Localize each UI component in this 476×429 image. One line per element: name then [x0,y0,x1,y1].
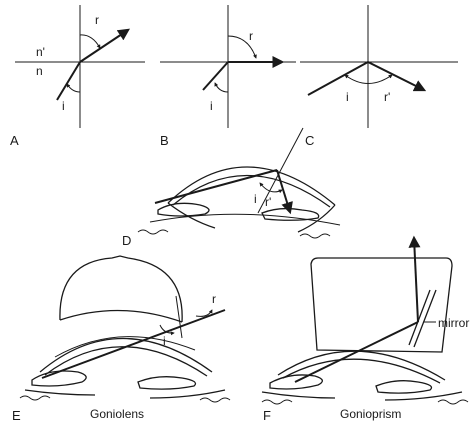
panel-label-a: A [10,133,19,148]
panel-label-b: B [160,133,169,148]
panel-b: r i B [160,5,296,148]
label-mirror: mirror [438,316,469,330]
label-n: n [36,64,43,78]
sclera-left-d [167,202,216,229]
panel-c: i r' C [300,5,458,148]
panel-e: i r Goniolens E [12,255,231,423]
lens-contour-d [149,213,341,226]
label-r-e: r [212,292,216,306]
sclera-right-f [384,391,463,401]
angle-arc-r-b [227,35,257,59]
wavy-edge-left-e [19,395,51,401]
iris-right-f [375,380,433,394]
label-r-b: r [249,29,253,43]
angle-arc-r-e [195,309,213,317]
panel-d: i r' D [122,127,341,248]
sclera-left-f [261,391,336,399]
gonioprism-body [310,257,453,353]
incident-ray-a [56,61,81,101]
label-i-a: i [62,99,65,113]
iris-left-f [269,374,323,390]
incident-ray-d [154,169,278,204]
sclera-right-e [149,389,226,399]
mirror-back [413,289,437,348]
iris-left-d [157,202,210,217]
caption-gonioprism: Gonioprism [340,407,401,421]
panel-a: r i n' n A [10,5,145,148]
iris-right-e [137,376,197,390]
sclera-right-d [297,204,336,233]
light-ray-f-in [294,321,419,383]
angle-arc-i-b [214,82,229,93]
iris-left-e [31,370,87,387]
reflected-ray-d [276,169,293,215]
label-r-a: r [95,13,99,27]
incident-ray-b [202,61,229,91]
panel-label-d: D [122,233,131,248]
label-i-d: i [254,192,257,206]
panel-f: mirror Gonioprism F [261,235,469,423]
wavy-edge-right-e [199,397,231,403]
label-i-b: i [210,99,213,113]
mirror-surface [408,289,431,346]
label-n-prime: n' [36,45,45,59]
angle-arc-d [259,182,283,194]
light-ray-e [41,309,226,379]
cornea-inner-e [44,346,208,377]
label-i-e: i [163,334,166,348]
reflected-ray-c [367,61,427,92]
cornea-inner-f [282,358,441,384]
light-ray-f-out [408,235,421,323]
label-r-prime-c: r' [384,90,390,104]
refracted-ray-a [79,28,130,63]
wavy-edge-right-d [299,233,331,239]
label-r-prime-d: r' [265,195,271,209]
normal-line-d [257,127,304,214]
angle-arc-c [344,74,393,84]
caption-goniolens: Goniolens [90,407,144,421]
wavy-edge-right-f [437,399,469,405]
wavy-edge-left-f [261,399,293,405]
panel-label-e: E [12,408,21,423]
sclera-left-e [24,389,96,396]
goniolens-dome [59,255,183,323]
angle-arc-r-a [79,34,101,49]
wavy-edge-left-d [137,229,169,235]
goniolens-base [59,309,183,323]
cornea-outer-e [39,337,213,373]
incident-ray-c [307,61,369,96]
cornea-mid-e [54,336,196,358]
normal-line-e [175,295,183,339]
label-i-c: i [346,90,349,104]
cornea-outer-d [167,166,336,206]
panel-label-c: C [305,133,314,148]
angle-arc-i-e [159,324,175,336]
panel-label-f: F [263,408,271,423]
cornea-outer-f [277,350,446,381]
angle-arc-i-a [66,83,81,93]
